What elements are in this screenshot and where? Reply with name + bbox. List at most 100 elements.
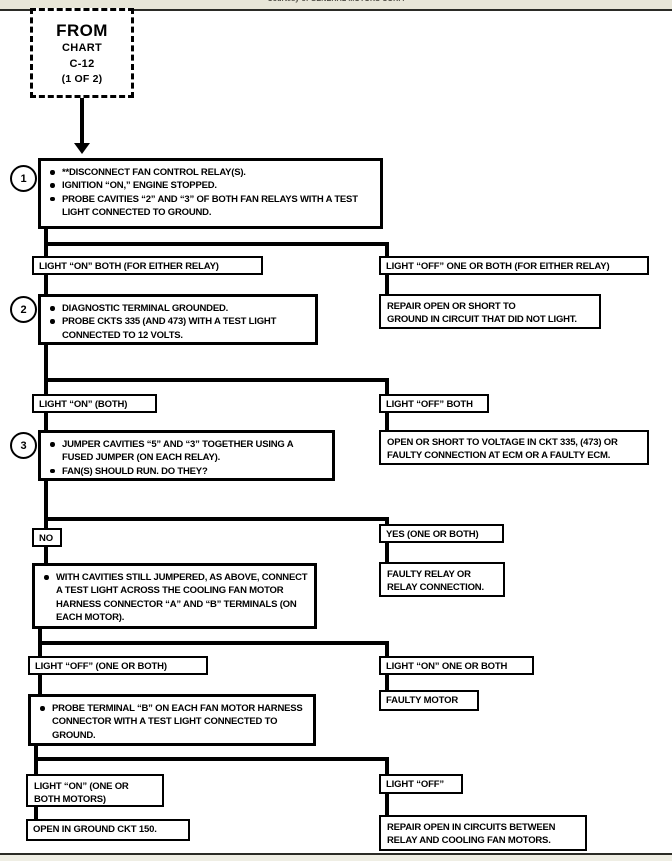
connector-branch1-left-to-step2 (44, 275, 48, 295)
step-2-bullet-1: PROBE CKTS 335 (AND 473) WITH A TEST LIG… (47, 315, 309, 342)
connector-branch2-left-down (44, 363, 48, 395)
connector-branch3-left-to-step4 (44, 547, 48, 564)
branch-light-off-final-label: LIGHT “OFF” (386, 779, 444, 790)
result-open-or-short-to-voltage-text: OPEN OR SHORT TO VOLTAGE IN CKT 335, (47… (381, 432, 647, 467)
result-faulty-motor: FAULTY MOTOR (379, 690, 479, 711)
entry-line-chart-number: C-12 (69, 57, 95, 70)
result-repair-open-or-short-to-ground: REPAIR OPEN OR SHORT TO GROUND IN CIRCUI… (379, 294, 601, 329)
step-2-bullet-list: DIAGNOSTIC TERMINAL GROUNDED. PROBE CKTS… (41, 297, 315, 346)
connector-branch2-horizontal (44, 378, 389, 382)
connector-step2-down (44, 345, 48, 363)
result-3-line-2: RELAY CONNECTION. (387, 582, 484, 594)
branch-light-off-both: LIGHT “OFF” BOTH (379, 394, 489, 413)
branch-light-off-one-or-both-either-relay-label: LIGHT “OFF” ONE OR BOTH (FOR EITHER RELA… (386, 261, 610, 272)
branch-light-off-one-or-both-either-relay: LIGHT “OFF” ONE OR BOTH (FOR EITHER RELA… (379, 256, 649, 275)
connector-branch3-right-to-result3 (385, 543, 389, 562)
branch-b5-left-line-2: BOTH MOTORS) (34, 794, 106, 806)
result-faulty-relay-or-connection-text: FAULTY RELAY OR RELAY CONNECTION. (381, 564, 503, 599)
step-5-bullet-0: PROBE TERMINAL “B” ON EACH FAN MOTOR HAR… (37, 702, 307, 742)
result-faulty-relay-or-connection: FAULTY RELAY OR RELAY CONNECTION. (379, 562, 505, 597)
branch-b5-left-line-1: LIGHT “ON” (ONE OR (34, 781, 129, 792)
connector-branch4-horizontal (38, 641, 389, 645)
branch-yes-one-or-both-label: YES (ONE OR BOTH) (386, 529, 479, 540)
step-number-1-label: 1 (20, 172, 27, 185)
step-4-bullet-list: WITH CAVITIES STILL JUMPERED, AS ABOVE, … (35, 566, 314, 629)
connector-branch5-left-down (34, 757, 38, 775)
branch-light-off-one-or-both: LIGHT “OFF” (ONE OR BOTH) (28, 656, 208, 675)
connector-branch5-horizontal (34, 757, 389, 761)
connector-branch4-left-to-step5 (38, 675, 42, 695)
step-3-box: JUMPER CAVITIES “5” AND “3” TOGETHER USI… (38, 430, 335, 481)
branch-light-on-both-either-relay-label: LIGHT “ON” BOTH (FOR EITHER RELAY) (39, 261, 219, 272)
connector-branch3-horizontal (44, 517, 389, 521)
branch-light-off-final: LIGHT “OFF” (379, 774, 463, 794)
connector-branch3-left-down (44, 499, 48, 529)
connector-branch2-right-down (385, 378, 389, 395)
step-3-bullet-list: JUMPER CAVITIES “5” AND “3” TOGETHER USI… (41, 433, 332, 482)
branch-light-off-one-or-both-label: LIGHT “OFF” (ONE OR BOTH) (35, 661, 167, 672)
result-1-line-2: GROUND IN CIRCUIT THAT DID NOT LIGHT. (387, 314, 577, 326)
connector-branch4-left-down (38, 641, 42, 657)
step-number-1: 1 (10, 165, 37, 192)
result-repair-open-in-circuits-text: REPAIR OPEN IN CIRCUITS BETWEEN RELAY AN… (381, 817, 585, 852)
result-open-or-short-to-voltage: OPEN OR SHORT TO VOLTAGE IN CKT 335, (47… (379, 430, 649, 465)
branch-light-on-both: LIGHT “ON” (BOTH) (32, 394, 157, 413)
connector-branch1-right-to-result1 (385, 275, 389, 295)
branch-light-on-both-either-relay: LIGHT “ON” BOTH (FOR EITHER RELAY) (32, 256, 263, 275)
step-number-2-label: 2 (20, 303, 27, 316)
connector-step3-down (44, 481, 48, 499)
result-3-line-1: FAULTY RELAY OR (387, 569, 471, 580)
step-2-box: DIAGNOSTIC TERMINAL GROUNDED. PROBE CKTS… (38, 294, 318, 345)
connector-branch1-right-down (385, 242, 389, 258)
result-open-in-ground-ckt-150-label: OPEN IN GROUND CKT 150. (33, 824, 157, 835)
page-footer-band (0, 853, 672, 861)
step-1-bullet-1: IGNITION “ON,” ENGINE STOPPED. (47, 179, 374, 192)
entry-line-from: FROM (56, 21, 108, 41)
entry-line-chart: CHART (62, 42, 102, 55)
branch-light-on-both-label: LIGHT “ON” (BOTH) (39, 399, 128, 410)
result-2-line-1: OPEN OR SHORT TO VOLTAGE IN CKT 335, (47… (387, 437, 618, 448)
connector-branch2-right-to-result2 (385, 413, 389, 431)
step-5-bullet-list: PROBE TERMINAL “B” ON EACH FAN MOTOR HAR… (31, 697, 313, 746)
connector-branch5-left-to-result5 (34, 807, 38, 820)
connector-branch5-right-to-result6 (385, 794, 389, 816)
connector-entry-to-step1 (80, 98, 84, 144)
step-1-bullet-list: **DISCONNECT FAN CONTROL RELAY(S). IGNIT… (41, 161, 380, 224)
step-number-3: 3 (10, 432, 37, 459)
branch-no-label: NO (39, 533, 53, 544)
branch-light-off-both-label: LIGHT “OFF” BOTH (386, 399, 473, 410)
page-header-band: Courtesy of GENERAL MOTORS CORP. (0, 0, 672, 11)
connector-branch2-left-to-step3 (44, 413, 48, 431)
branch-light-on-one-or-both-motors-text: LIGHT “ON” (ONE OR BOTH MOTORS) (28, 776, 162, 811)
result-6-line-2: RELAY AND COOLING FAN MOTORS. (387, 835, 551, 847)
connector-branch1-horizontal (44, 242, 389, 246)
result-2-line-2: FAULTY CONNECTION AT ECM OR A FAULTY ECM… (387, 450, 611, 462)
result-repair-open-or-short-to-ground-text: REPAIR OPEN OR SHORT TO GROUND IN CIRCUI… (381, 296, 599, 331)
result-1-line-1: REPAIR OPEN OR SHORT TO (387, 301, 516, 312)
branch-light-on-one-or-both-label: LIGHT “ON” ONE OR BOTH (386, 661, 508, 672)
connector-step4-down (38, 629, 42, 645)
branch-yes-one-or-both: YES (ONE OR BOTH) (379, 524, 504, 543)
step-1-bullet-2: PROBE CAVITIES “2” AND “3” OF BOTH FAN R… (47, 193, 374, 220)
result-open-in-ground-ckt-150: OPEN IN GROUND CKT 150. (26, 819, 190, 841)
step-5-box: PROBE TERMINAL “B” ON EACH FAN MOTOR HAR… (28, 694, 316, 746)
step-1-bullet-0: **DISCONNECT FAN CONTROL RELAY(S). (47, 166, 374, 179)
step-number-3-label: 3 (20, 439, 27, 452)
step-1-box: **DISCONNECT FAN CONTROL RELAY(S). IGNIT… (38, 158, 383, 229)
result-faulty-motor-label: FAULTY MOTOR (386, 695, 459, 706)
result-6-line-1: REPAIR OPEN IN CIRCUITS BETWEEN (387, 822, 556, 833)
entry-terminal-from-chart: FROM CHART C-12 (1 OF 2) (30, 8, 134, 98)
branch-no: NO (32, 528, 62, 547)
connector-branch1-left-down (44, 242, 48, 258)
step-3-bullet-1: FAN(S) SHOULD RUN. DO THEY? (47, 465, 326, 478)
connector-branch4-right-to-result4 (385, 675, 389, 690)
entry-line-page: (1 OF 2) (61, 72, 103, 85)
step-number-2: 2 (10, 296, 37, 323)
page-header-text: Courtesy of GENERAL MOTORS CORP. (0, 0, 672, 3)
result-repair-open-in-circuits: REPAIR OPEN IN CIRCUITS BETWEEN RELAY AN… (379, 815, 587, 851)
connector-step1-down (44, 229, 48, 246)
step-3-bullet-0: JUMPER CAVITIES “5” AND “3” TOGETHER USI… (47, 438, 326, 465)
branch-light-on-one-or-both-motors: LIGHT “ON” (ONE OR BOTH MOTORS) (26, 774, 164, 807)
connector-step5-down (34, 746, 38, 760)
